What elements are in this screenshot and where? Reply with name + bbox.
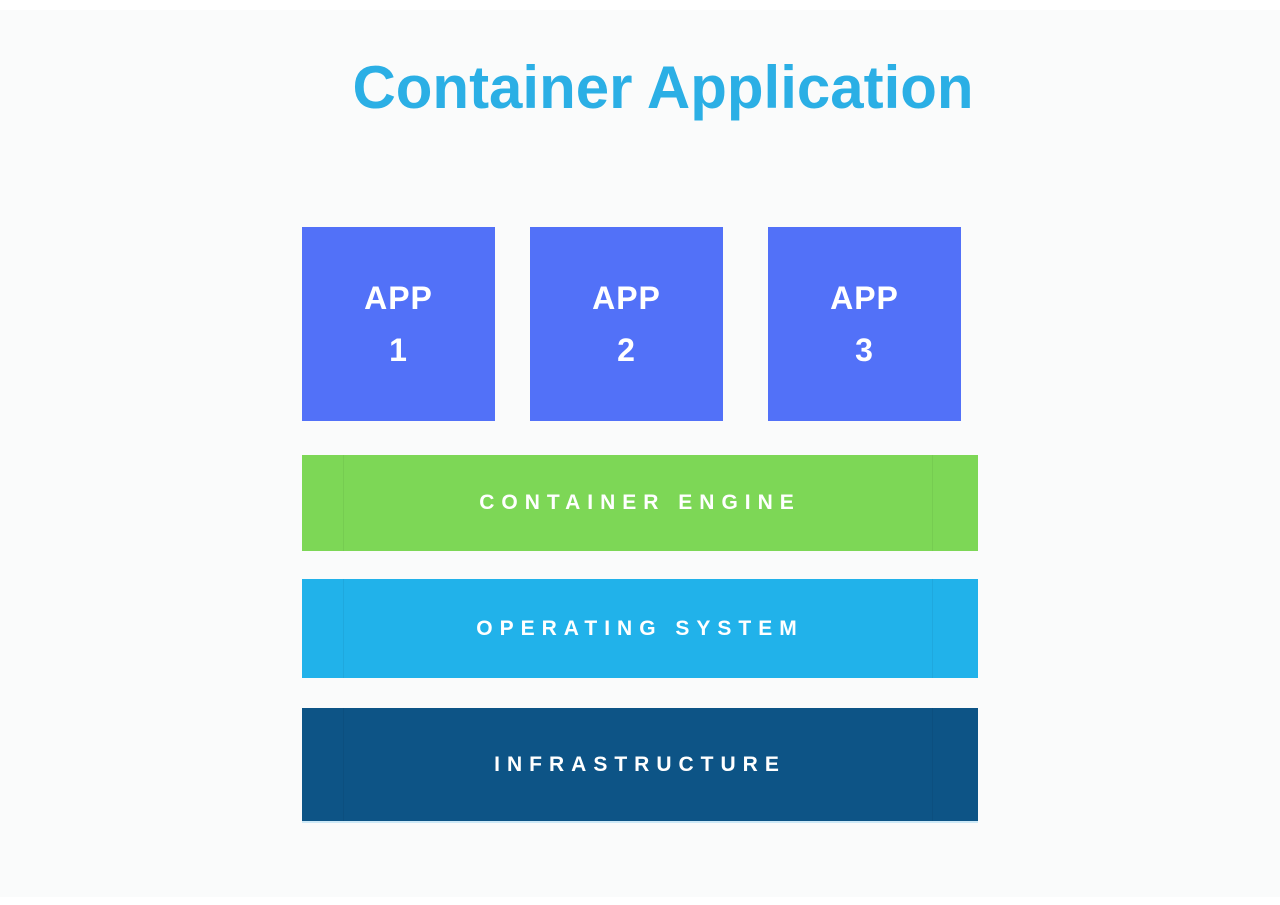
app-box-3-number: 3 bbox=[855, 332, 874, 368]
app-box-1: APP 1 bbox=[302, 227, 495, 421]
app-box-2-text: APP bbox=[592, 280, 661, 316]
layer-infrastructure: INFRASTRUCTURE bbox=[302, 708, 978, 821]
layer-infrastructure-label: INFRASTRUCTURE bbox=[494, 752, 786, 776]
app-box-2-label: APP 2 bbox=[592, 272, 661, 376]
app-box-1-number: 1 bbox=[389, 332, 408, 368]
app-box-3-label: APP 3 bbox=[830, 272, 899, 376]
layer-container-engine-label: CONTAINER ENGINE bbox=[479, 491, 801, 514]
layer-container-engine: CONTAINER ENGINE bbox=[302, 455, 978, 551]
app-box-2: APP 2 bbox=[530, 227, 723, 421]
layer-operating-system: OPERATING SYSTEM bbox=[302, 579, 978, 678]
app-box-3-text: APP bbox=[830, 280, 899, 316]
app-box-2-number: 2 bbox=[617, 332, 636, 368]
container-stack-diagram: APP 1 APP 2 APP 3 CONTAINER ENGINE OPERA… bbox=[302, 227, 978, 821]
layer-operating-system-label: OPERATING SYSTEM bbox=[476, 616, 804, 640]
top-edge-strip bbox=[0, 0, 1280, 10]
apps-row: APP 1 APP 2 APP 3 bbox=[302, 227, 978, 421]
app-box-3: APP 3 bbox=[768, 227, 961, 421]
app-box-1-text: APP bbox=[364, 280, 433, 316]
page-title: Container Application bbox=[352, 54, 974, 121]
app-box-1-label: APP 1 bbox=[364, 272, 433, 376]
bottom-edge-strip bbox=[0, 897, 1280, 905]
